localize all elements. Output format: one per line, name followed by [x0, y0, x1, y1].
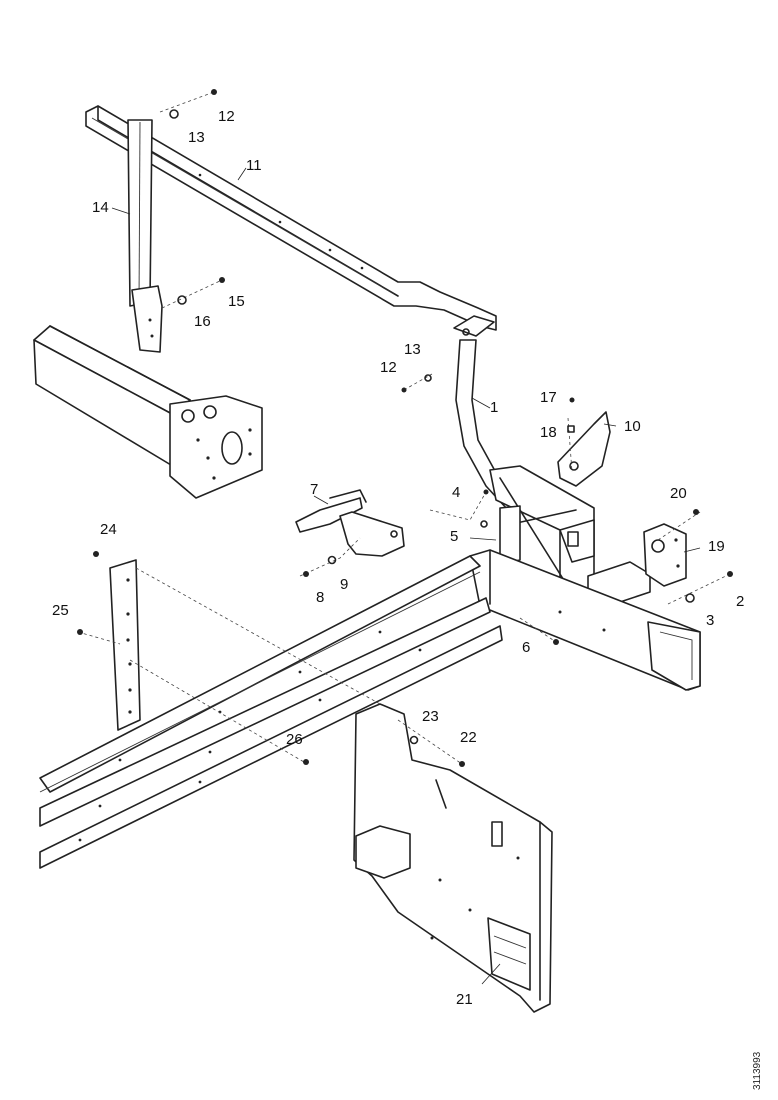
assembly-lines — [77, 91, 731, 765]
callout-22: 22 — [460, 729, 477, 746]
figure-reference-code-text: 3113993 — [752, 1051, 763, 1090]
callout-11: 11 — [246, 157, 262, 174]
callout-13-mid: 13 — [404, 341, 421, 358]
callout-24: 24 — [100, 521, 117, 538]
long-lower-beams — [39, 555, 503, 869]
bracket-part-19 — [643, 523, 687, 587]
callout-7: 7 — [310, 481, 318, 498]
callout-10: 10 — [624, 418, 641, 435]
callout-3: 3 — [706, 612, 714, 629]
callout-4: 4 — [452, 484, 460, 501]
callout-16: 16 — [194, 313, 211, 330]
callout-26: 26 — [286, 731, 303, 748]
central-frame — [489, 465, 651, 611]
callout-18: 18 — [540, 424, 557, 441]
figure-reference-code: 3113993 — [752, 1030, 772, 1090]
callout-2: 2 — [736, 593, 744, 610]
callout-12-mid: 12 — [380, 359, 397, 376]
callout-labels: 12 13 11 14 15 16 13 12 1 17 18 10 4 20 … — [52, 108, 744, 1008]
callout-23: 23 — [422, 708, 439, 725]
vertical-post-part-14 — [127, 119, 163, 353]
callout-8: 8 — [316, 589, 324, 606]
bracket-part-7 — [295, 489, 405, 557]
callout-19: 19 — [708, 538, 725, 555]
mounting-plate-part-21 — [353, 703, 553, 1013]
callout-1: 1 — [490, 399, 498, 416]
callout-5: 5 — [450, 528, 458, 545]
callout-25: 25 — [52, 602, 69, 619]
left-box-beam — [33, 325, 263, 499]
callout-12-top: 12 — [218, 108, 235, 125]
callout-9: 9 — [340, 576, 348, 593]
callout-15: 15 — [228, 293, 245, 310]
fasteners — [77, 89, 733, 767]
callout-17: 17 — [540, 389, 557, 406]
callout-14: 14 — [92, 199, 109, 216]
vertical-bar — [109, 559, 141, 731]
callout-6: 6 — [522, 639, 530, 656]
leader-lines — [111, 167, 701, 985]
callout-13-top: 13 — [188, 129, 205, 146]
callout-21: 21 — [456, 991, 473, 1008]
callout-20: 20 — [670, 485, 687, 502]
bracket-part-10 — [557, 411, 611, 487]
